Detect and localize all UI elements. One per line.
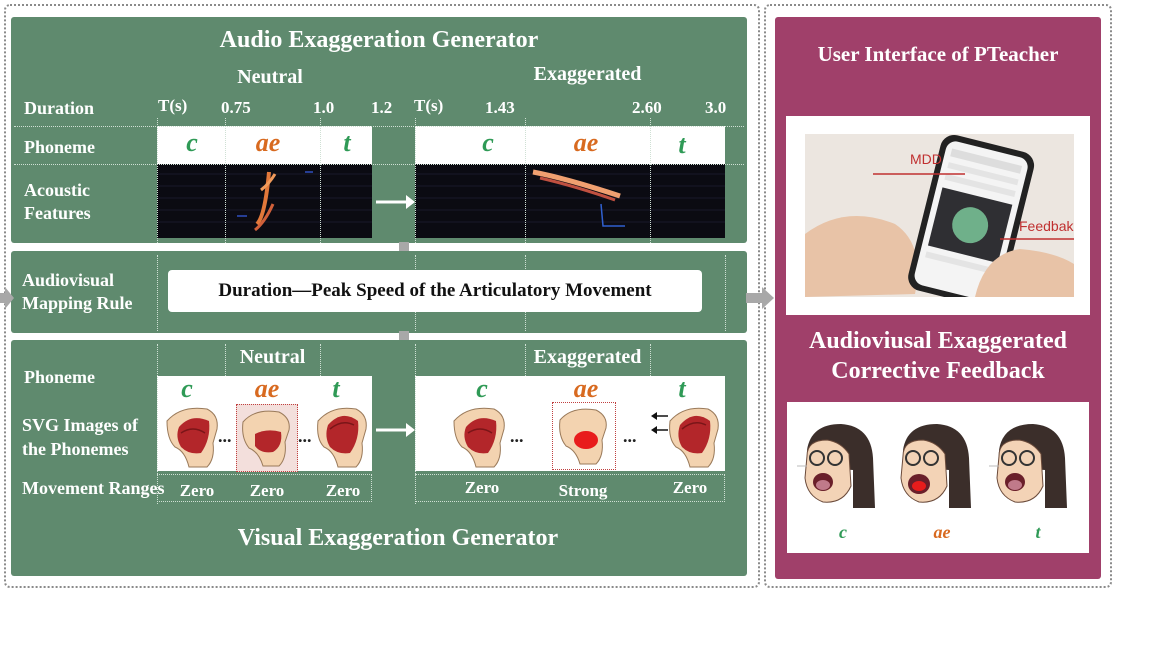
duration-label: Duration	[24, 98, 95, 118]
movement-ranges-label: Movement Ranges	[22, 478, 165, 498]
face-c-icon	[797, 424, 875, 508]
audio-grid-h1	[14, 126, 744, 127]
exaggerated-tick-30: 3.0	[705, 98, 727, 117]
audio-neutral-phoneme-ae: ae	[255, 128, 281, 157]
visual-phoneme-label: Phoneme	[24, 367, 95, 387]
mapping-grid-v4	[725, 255, 726, 331]
neutral-spectrogram	[157, 164, 372, 238]
feedback-label: Feedbak	[1019, 218, 1074, 234]
visual-grid-v2	[225, 344, 226, 376]
mapping-grid-v1	[157, 255, 158, 331]
right-output-arrow	[746, 287, 774, 309]
visual-neutral-phoneme-t: t	[332, 374, 340, 403]
pteacher-title: User Interface of PTeacher	[817, 42, 1059, 66]
neutral-ellipsis-1: ...	[218, 426, 232, 446]
visual-exaggerated-phoneme-ae: ae	[573, 374, 599, 403]
audio-grid-v3	[320, 118, 321, 243]
neutral-range-c: Zero	[179, 481, 215, 500]
visual-generator-title: Visual Exaggeration Generator	[237, 525, 559, 551]
mdd-label: MDD	[910, 151, 942, 167]
exaggerated-tick-ts: T(s)	[414, 96, 444, 115]
exaggerated-range-t: Zero	[672, 478, 708, 497]
audio-grid-v6	[650, 118, 651, 243]
audio-grid-v5	[525, 118, 526, 243]
mapping-label-line1: Audiovisual	[22, 270, 115, 290]
audio-generator-title: Audio Exaggeration Generator	[219, 27, 539, 53]
visual-grid-v4	[415, 344, 416, 504]
neutral-tick-075: 0.75	[221, 98, 251, 117]
visual-neutral-label: Neutral	[239, 346, 306, 368]
mapping-label-line2: Mapping Rule	[22, 293, 133, 313]
exaggerated-spectrogram	[415, 164, 725, 238]
exaggerated-tick-143: 1.43	[485, 98, 515, 117]
neutral-range-ae: Zero	[249, 481, 285, 500]
audio-exaggerated-phoneme-strip	[415, 126, 725, 164]
exaggerated-motion-arrows-icon	[651, 412, 668, 434]
svg-label-line1: SVG Images of	[22, 415, 138, 435]
feedback-title-line2: Corrective Feedback	[831, 358, 1045, 384]
neutral-mouth-t-icon	[317, 407, 367, 468]
exaggerated-range-ae: Strong	[558, 481, 608, 500]
face-label-ae: ae	[933, 522, 951, 542]
exaggerated-ellipsis-1: ...	[510, 426, 524, 446]
acoustic-label-line1: Acoustic	[24, 180, 90, 200]
face-label-c: c	[839, 522, 847, 542]
visual-grid-v6	[650, 344, 651, 376]
neutral-tick-ts: T(s)	[158, 96, 188, 115]
visual-exaggerated-phoneme-c: c	[476, 374, 488, 403]
neutral-tick-10: 1.0	[313, 98, 335, 117]
visual-exaggerated-phoneme-t: t	[678, 374, 686, 403]
face-t-icon	[989, 424, 1067, 508]
neutral-tick-12: 1.2	[371, 98, 393, 117]
face-ae-icon	[900, 424, 971, 508]
audio-exaggerated-label: Exaggerated	[533, 63, 642, 85]
audio-neutral-phoneme-strip	[157, 126, 372, 164]
visual-neutral-phoneme-c: c	[181, 374, 193, 403]
audio-phoneme-label: Phoneme	[24, 137, 95, 157]
audio-exaggerated-phoneme-t: t	[678, 130, 686, 159]
audio-exaggerated-phoneme-ae: ae	[573, 128, 599, 157]
visual-grid-v3	[320, 344, 321, 376]
face-label-t: t	[1035, 522, 1041, 542]
feedback-title-line1: Audioviusal Exaggerated	[808, 328, 1068, 354]
visual-neutral-phoneme-ae: ae	[254, 374, 280, 403]
neutral-range-t: Zero	[325, 481, 361, 500]
audio-grid-h2	[14, 164, 744, 165]
audio-grid-v1	[157, 118, 158, 243]
neutral-mouth-ae-icon	[242, 410, 290, 467]
audio-neutral-label: Neutral	[237, 66, 303, 88]
audio-neutral-phoneme-t: t	[343, 128, 351, 157]
audio-arrow	[376, 195, 415, 209]
exaggerated-mouth-ae-icon	[559, 408, 607, 465]
exaggerated-ellipsis-2: ...	[623, 426, 637, 446]
audio-neutral-phoneme-c: c	[186, 128, 198, 157]
visual-grid-v5	[525, 344, 526, 376]
phone-photo	[805, 134, 1074, 297]
acoustic-label-line2: Features	[24, 203, 91, 223]
mapping-rule-box: Duration—Peak Speed of the Articulatory …	[168, 270, 702, 312]
exaggerated-range-c: Zero	[464, 478, 500, 497]
audio-grid-v4	[415, 118, 416, 243]
exaggerated-tick-260: 2.60	[632, 98, 662, 117]
visual-exaggerated-label: Exaggerated	[533, 346, 642, 368]
exaggerated-mouth-c-icon	[453, 407, 505, 468]
audio-exaggerated-phoneme-c: c	[482, 128, 494, 157]
visual-grid-v1	[157, 344, 158, 504]
left-input-arrow	[0, 287, 14, 309]
svg-label-line2: the Phonemes	[22, 439, 129, 459]
exaggerated-mouth-t-icon	[669, 407, 719, 468]
neutral-mouth-c-icon	[166, 407, 218, 468]
audio-grid-v2	[225, 118, 226, 243]
visual-arrow	[376, 423, 415, 437]
neutral-ellipsis-2: ...	[298, 426, 312, 446]
